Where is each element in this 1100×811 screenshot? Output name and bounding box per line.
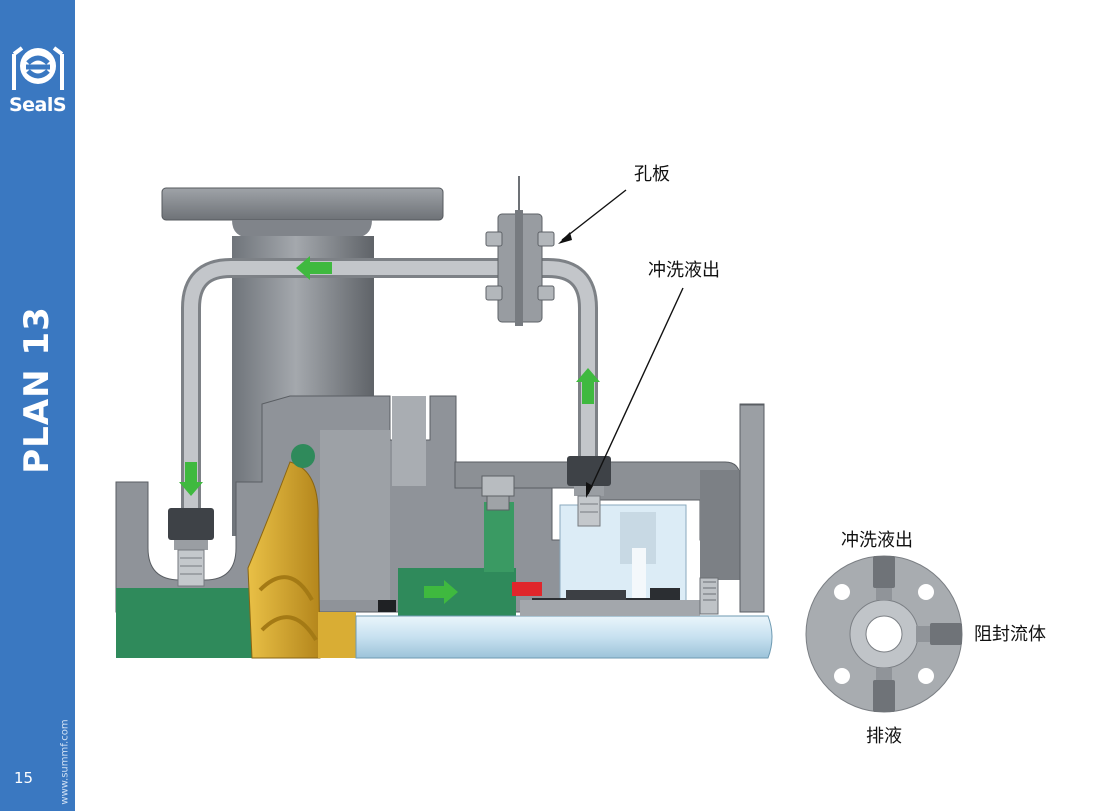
left-fitting	[168, 508, 214, 587]
impeller	[247, 444, 356, 659]
brand-name: SealS	[8, 94, 67, 116]
sidebar: SealS PLAN 13 15 www.summf.com	[0, 0, 75, 811]
seals-logo-icon	[12, 46, 64, 90]
flush-outlet-label: 冲洗液出	[648, 260, 720, 281]
detail-flush-outlet-label: 冲洗液出	[841, 530, 913, 551]
process-fluid	[116, 502, 600, 658]
flow-arrow-right-icon	[424, 580, 458, 604]
flow-arrows	[179, 256, 600, 604]
barrier-fluid-label: 阻封流体	[974, 624, 1046, 645]
orifice-label: 孔板	[634, 164, 670, 185]
flow-arrow-up-icon	[576, 368, 600, 404]
seal-gland	[454, 403, 765, 613]
leader-lines	[558, 189, 684, 498]
page-number: 15	[14, 769, 34, 787]
shaft	[355, 615, 773, 659]
flow-arrow-down-icon	[179, 462, 203, 496]
drain-label: 排液	[866, 726, 902, 747]
orifice-plate	[485, 176, 555, 326]
flow-arrow-left-icon	[296, 256, 332, 280]
flange-detail-view	[805, 555, 963, 713]
flush-piping	[181, 258, 598, 520]
mechanical-seal	[378, 504, 719, 616]
vent-plug	[481, 475, 515, 511]
